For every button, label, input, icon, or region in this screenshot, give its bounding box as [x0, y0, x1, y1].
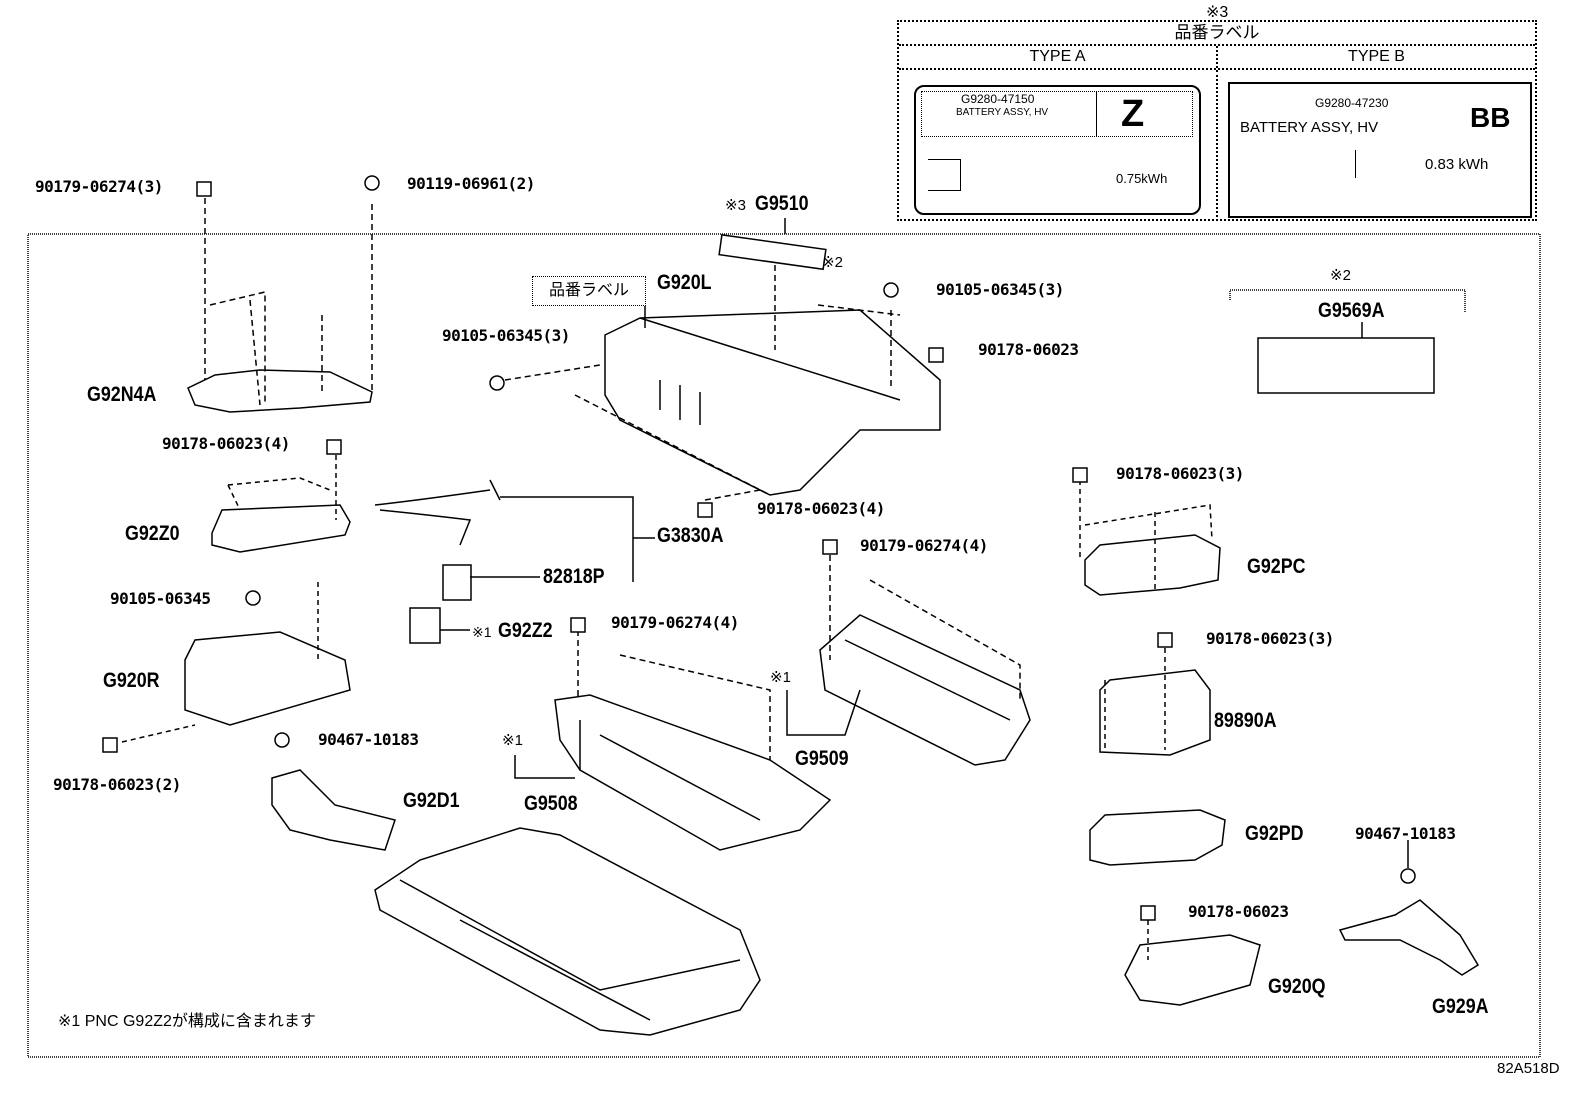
nut-icon: [697, 502, 713, 518]
type-b-header: TYPE B: [1348, 48, 1405, 65]
part-label[interactable]: G9509: [795, 747, 849, 770]
type-b-capacity: 0.83 kWh: [1425, 156, 1489, 173]
part-label[interactable]: 90105-06345(3): [936, 280, 1064, 299]
nut-icon: [1157, 632, 1173, 648]
assembly-code[interactable]: G9510: [755, 192, 809, 215]
part-label[interactable]: G3830A: [657, 524, 724, 547]
part-g920q: [1124, 934, 1261, 1006]
part-label[interactable]: 89890A: [1214, 709, 1277, 732]
part-g92pc: [1084, 534, 1221, 596]
part-label[interactable]: G920L: [657, 271, 712, 294]
type-b-cell: G9280-47230 BATTERY ASSY, HV BB 0.83 kWh: [1218, 70, 1535, 221]
type-a-part-no: G9280-47150: [961, 92, 1035, 106]
part-g9509: [819, 614, 1031, 766]
bolt-icon: [489, 375, 505, 391]
assembly-frame: [27, 233, 1541, 1058]
part-label[interactable]: 90179-06274(4): [860, 536, 988, 555]
nut-icon: [196, 181, 212, 197]
part-g92pd: [1089, 809, 1226, 866]
type-a-header: TYPE A: [899, 46, 1218, 68]
sticker-marker: ※2: [822, 254, 843, 271]
part-label[interactable]: G92N4A: [87, 383, 157, 406]
nut-icon: [326, 439, 342, 455]
part-g9508: [554, 694, 832, 851]
part-label[interactable]: 90178-06023(4): [162, 434, 290, 453]
part-label[interactable]: 90105-06345(3): [442, 326, 570, 345]
type-a-label-sample: G9280-47150 BATTERY ASSY, HV Z 0.75kWh: [914, 85, 1201, 215]
nut-icon: [1140, 905, 1156, 921]
part-label[interactable]: G92Z2: [498, 619, 553, 642]
note-marker: ※1: [770, 669, 791, 686]
nut-icon: [928, 347, 944, 363]
part-label[interactable]: 90467-10183: [1355, 824, 1456, 843]
type-b-part-no: G9280-47230: [1315, 96, 1389, 110]
diagram-code: 82A518D: [1497, 1060, 1560, 1077]
part-lower-tray: [374, 827, 761, 1036]
bolt-icon: [883, 282, 899, 298]
type-a-letter: Z: [1121, 93, 1145, 135]
bolt-icon: [245, 590, 261, 606]
part-label[interactable]: G920Q: [1268, 975, 1326, 998]
part-label[interactable]: 90467-10183: [318, 730, 419, 749]
part-g920l: [604, 309, 941, 496]
part-g92z2: [409, 607, 441, 644]
part-label[interactable]: 90178-06023: [1188, 902, 1289, 921]
part-label[interactable]: 90178-06023: [978, 340, 1079, 359]
caution-code[interactable]: G9569A: [1318, 299, 1385, 322]
legend-title: 品番ラベル: [899, 22, 1535, 46]
nut-icon: [1072, 467, 1088, 483]
part-label[interactable]: G92PC: [1247, 555, 1306, 578]
part-label[interactable]: G92PD: [1245, 822, 1304, 845]
part-label[interactable]: 90178-06023(3): [1206, 629, 1334, 648]
type-a-capacity: 0.75kWh: [1116, 171, 1168, 186]
assembly-marker: ※3: [725, 197, 746, 214]
part-label[interactable]: G9508: [524, 792, 578, 815]
type-b-letter: BB: [1470, 102, 1511, 133]
clip-icon: [1400, 868, 1416, 884]
part-g92d1: [271, 769, 396, 851]
nut-icon: [570, 617, 586, 633]
part-label[interactable]: 90178-06023(3): [1116, 464, 1244, 483]
part-label[interactable]: 90179-06274(4): [611, 613, 739, 632]
part-label[interactable]: 90178-06023(2): [53, 775, 181, 794]
part-g920r: [184, 631, 351, 726]
part-g92z0: [211, 504, 351, 553]
label-callout: 品番ラベル: [532, 276, 646, 306]
note-marker: ※1: [472, 624, 492, 640]
label-type-legend: 品番ラベル TYPE A TYPE B G9280-47150 BATTERY …: [897, 20, 1537, 221]
type-a-name: BATTERY ASSY, HV: [956, 107, 1049, 118]
type-b-name: BATTERY ASSY, HV: [1240, 119, 1379, 136]
part-82818p: [442, 564, 472, 601]
part-label[interactable]: G92D1: [403, 789, 460, 812]
part-label[interactable]: G92Z0: [125, 522, 180, 545]
part-89890a: [1099, 669, 1211, 756]
part-g92n4a: [187, 369, 373, 413]
caution-marker: ※2: [1330, 267, 1351, 284]
legend-marker: ※3: [1206, 4, 1229, 21]
type-b-label-sample: G9280-47230 BATTERY ASSY, HV BB 0.83 kWh: [1228, 82, 1532, 218]
note-marker: ※1: [502, 732, 523, 749]
nut-icon: [102, 737, 118, 753]
sticker-label: [718, 234, 827, 271]
bolt-icon: [364, 175, 380, 191]
part-label[interactable]: 82818P: [543, 565, 605, 588]
type-a-cell: G9280-47150 BATTERY ASSY, HV Z 0.75kWh: [899, 70, 1218, 221]
part-label[interactable]: 90179-06274(3): [35, 177, 163, 196]
part-g929a: [1338, 899, 1480, 976]
nut-icon: [822, 539, 838, 555]
caution-label-g9569a: [1257, 337, 1435, 394]
part-label[interactable]: G929A: [1432, 995, 1489, 1018]
part-label[interactable]: G920R: [103, 669, 160, 692]
part-label[interactable]: 90105-06345: [110, 589, 211, 608]
part-label[interactable]: 90119-06961(2): [407, 174, 535, 193]
footnote: ※1 PNC G92Z2が構成に含まれます: [58, 1013, 316, 1030]
part-label[interactable]: 90178-06023(4): [757, 499, 885, 518]
part-g3830a: [374, 479, 501, 546]
clip-icon: [274, 732, 290, 748]
